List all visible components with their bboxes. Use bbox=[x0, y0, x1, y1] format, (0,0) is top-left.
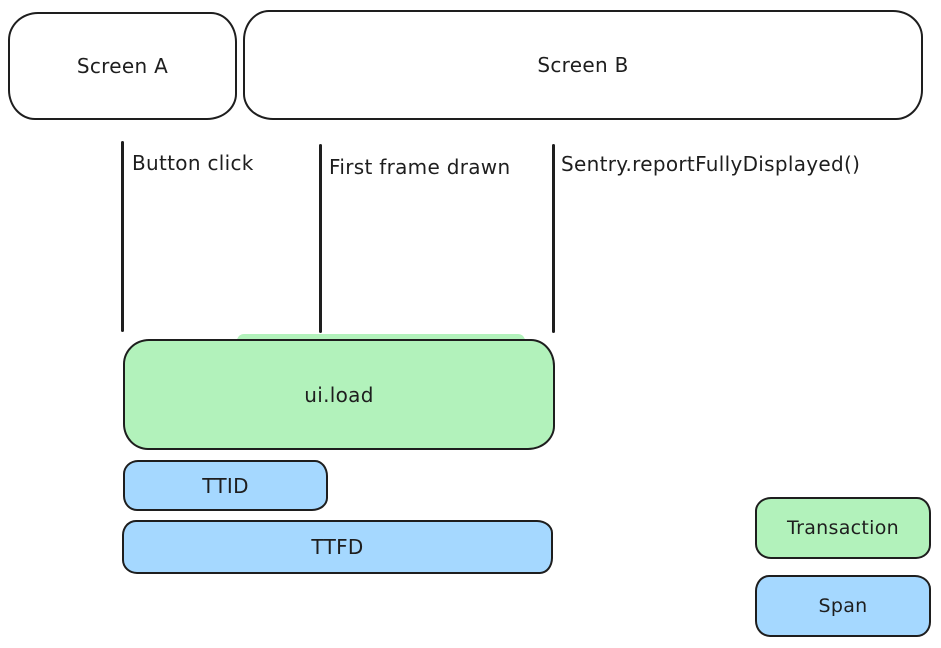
legend-span-label: Span bbox=[818, 595, 868, 617]
report-fully-displayed-marker-line bbox=[552, 144, 555, 333]
button-click-marker-line bbox=[121, 141, 124, 332]
legend-transaction-box: Transaction bbox=[755, 497, 931, 559]
screen-a-label: Screen A bbox=[76, 54, 169, 78]
first-frame-drawn-marker-line bbox=[319, 144, 322, 333]
ui-load-transaction-bar: ui.load bbox=[123, 334, 555, 450]
ttid-label: TTID bbox=[202, 473, 249, 498]
report-fully-displayed-label: Sentry.reportFullyDisplayed() bbox=[561, 152, 861, 176]
button-click-label: Button click bbox=[132, 151, 254, 175]
screen-b-box: Screen B bbox=[243, 10, 923, 120]
ttfd-span-bar: TTFD bbox=[122, 520, 553, 574]
legend-transaction-label: Transaction bbox=[787, 517, 899, 539]
ttid-span-bar: TTID bbox=[123, 460, 328, 511]
screen-a-box: Screen A bbox=[8, 12, 237, 120]
screen-b-label: Screen B bbox=[537, 53, 629, 77]
ttfd-label: TTFD bbox=[311, 535, 364, 559]
first-frame-drawn-label: First frame drawn bbox=[329, 155, 511, 179]
legend-span-box: Span bbox=[755, 575, 931, 637]
ui-load-label: ui.load bbox=[304, 382, 374, 407]
